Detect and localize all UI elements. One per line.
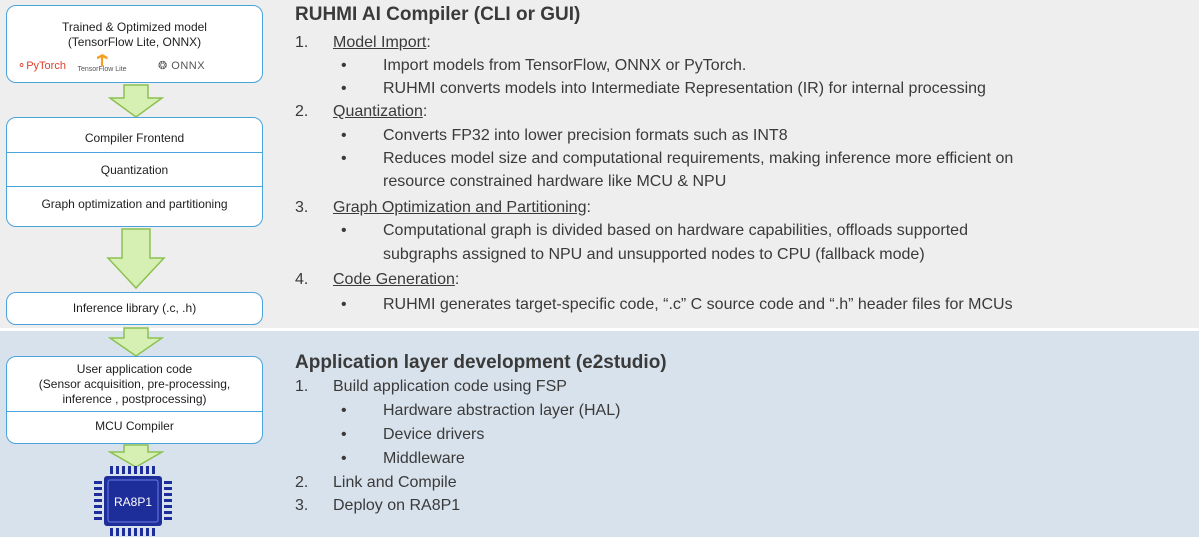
pytorch-flame-icon: ⚬ (17, 60, 27, 72)
app-step-1-bullet-3: •Middleware (341, 450, 465, 467)
step-3-bullet-1: •Computational graph is divided based on… (341, 222, 968, 239)
mcu-compiler-label: MCU Compiler (95, 419, 174, 433)
compiler-divider-1 (7, 152, 262, 153)
onnx-logo: ❂ ONNX (158, 60, 206, 72)
step-1-bullet-1: •Import models from TensorFlow, ONNX or … (341, 57, 747, 74)
chip-label: RA8P1 (114, 495, 152, 509)
step-3: 3.Graph Optimization and Partitioning: (295, 199, 591, 216)
model-box: Trained & Optimized model (TensorFlow Li… (6, 5, 263, 83)
ruhmi-title: RUHMI AI Compiler (CLI or GUI) (295, 4, 581, 25)
tensorflow-lite-logo: TensorFlow Lite (76, 54, 128, 73)
step-1: 1.Model Import: (295, 34, 431, 51)
quantization-label: Quantization (100, 163, 169, 177)
app-box-line3: inference , postprocessing) (62, 392, 207, 406)
app-box-line1: User application code (76, 362, 193, 376)
application-title: Application layer development (e2studio) (295, 352, 667, 373)
model-box-line1: Trained & Optimized model (62, 20, 207, 34)
graph-optimization-label: Graph optimization and partitioning (41, 197, 228, 211)
app-step-3: 3.Deploy on RA8P1 (295, 497, 461, 514)
app-box-divider (7, 411, 262, 412)
onnx-icon: ❂ (158, 60, 168, 72)
app-box-line2: (Sensor acquisition, pre-processing, (38, 377, 231, 391)
step-2-bullet-1: •Converts FP32 into lower precision form… (341, 127, 788, 144)
compiler-box: Compiler Frontend Quantization Graph opt… (6, 117, 263, 227)
step-3-bullet-1-cont: subgraphs assigned to NPU and unsupporte… (383, 246, 925, 263)
flow-arrow-2 (106, 228, 166, 290)
flow-arrow-3 (108, 327, 164, 357)
app-step-1-bullet-1: •Hardware abstraction layer (HAL) (341, 402, 621, 419)
step-4: 4.Code Generation: (295, 271, 460, 288)
framework-logos: ⚬PyTorch TensorFlow Lite ❂ ONNX (7, 54, 262, 76)
tensorflow-icon (96, 54, 108, 66)
pytorch-logo: ⚬PyTorch (17, 60, 66, 72)
compiler-frontend-label: Compiler Frontend (84, 131, 185, 145)
user-application-box: User application code (Sensor acquisitio… (6, 356, 263, 444)
flow-arrow-4 (108, 444, 164, 468)
flow-arrow-1 (108, 84, 164, 118)
app-step-1-bullet-2: •Device drivers (341, 426, 485, 443)
model-box-line2: (TensorFlow Lite, ONNX) (67, 35, 202, 49)
inference-library-box: Inference library (.c, .h) (6, 292, 263, 325)
compiler-divider-2 (7, 186, 262, 187)
section-divider (0, 328, 1199, 331)
step-1-bullet-2: •RUHMI converts models into Intermediate… (341, 80, 986, 97)
step-2: 2.Quantization: (295, 103, 428, 120)
inference-library-label: Inference library (.c, .h) (72, 301, 197, 315)
step-2-bullet-2-cont: resource constrained hardware like MCU &… (383, 173, 727, 190)
app-step-1: 1.Build application code using FSP (295, 378, 567, 395)
step-4-bullet-1: •RUHMI generates target-specific code, “… (341, 296, 1013, 313)
app-step-2: 2.Link and Compile (295, 474, 457, 491)
step-2-bullet-2: •Reduces model size and computational re… (341, 150, 1014, 167)
ra8p1-chip-icon: RA8P1 (94, 466, 172, 536)
